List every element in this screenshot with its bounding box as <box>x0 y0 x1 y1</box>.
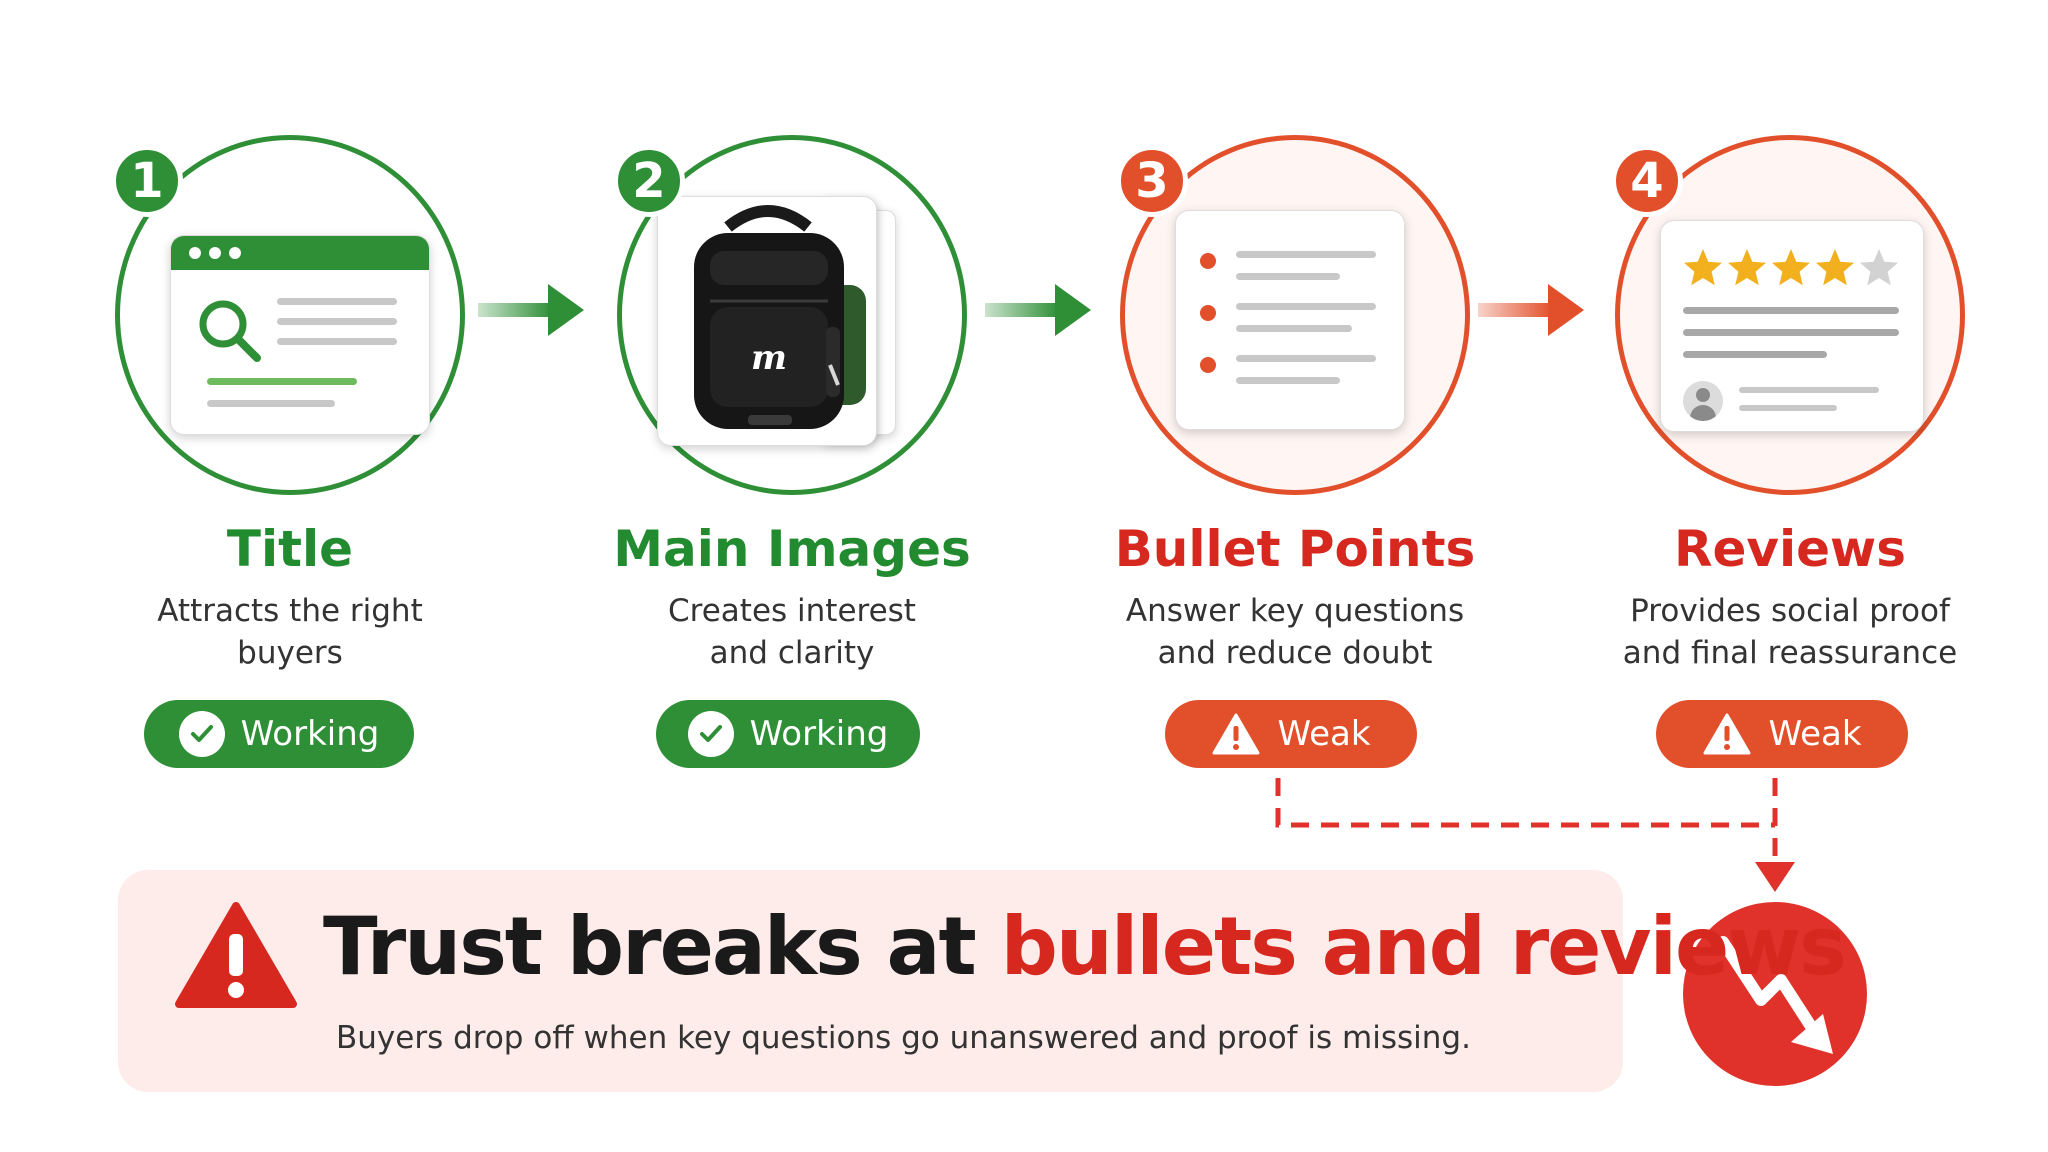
arrow-right-icon <box>478 284 584 336</box>
browser-search-icon <box>170 235 430 435</box>
bullet-list-icon <box>1175 210 1405 430</box>
step-number-badge: 4 <box>1611 145 1683 217</box>
step-description: Provides social proof and final reassura… <box>1622 593 1958 671</box>
step-heading: Reviews <box>1673 520 1906 578</box>
star-empty-icon <box>1860 249 1898 286</box>
step-heading: Title <box>226 520 354 578</box>
trend-down-icon <box>1683 902 1867 1086</box>
check-circle-icon <box>178 711 225 757</box>
warning-triangle-icon <box>175 902 297 1008</box>
star-filled-icon <box>1728 249 1766 286</box>
banner-heading: Trust breaks at bullets and reviews <box>323 900 1847 993</box>
status-badge-working: Working <box>144 700 414 768</box>
step-heading: Bullet Points <box>1114 520 1476 578</box>
status-badge-working: Working <box>656 700 920 768</box>
status-label: Working <box>749 714 889 754</box>
status-label: Working <box>240 714 380 754</box>
status-label: Weak <box>1768 714 1862 754</box>
step-number-badge: 3 <box>1116 145 1188 217</box>
review-card-icon <box>1660 220 1924 432</box>
status-label: Weak <box>1277 714 1371 754</box>
warning-triangle-icon <box>1212 713 1260 755</box>
star-filled-icon <box>1684 249 1722 286</box>
conclusion-banner: Trust breaks at bullets and reviews Buye… <box>118 870 1847 1092</box>
step-circle: m <box>617 135 967 495</box>
step-heading: Main Images <box>613 520 971 578</box>
arrow-right-icon <box>1478 284 1584 336</box>
backpack-product-image: m <box>657 196 877 446</box>
step-circle <box>115 135 465 495</box>
check-circle-icon <box>687 711 734 757</box>
step-description: Creates interest and clarity <box>668 593 916 671</box>
step-number-badge: 1 <box>111 145 183 217</box>
status-badge-weak: Weak <box>1165 700 1417 768</box>
status-badge-weak: Weak <box>1656 700 1908 768</box>
star-filled-icon <box>1816 249 1854 286</box>
banner-subtitle: Buyers drop off when key questions go un… <box>336 1020 1471 1056</box>
warning-triangle-icon <box>1703 713 1751 755</box>
arrow-right-icon <box>985 284 1091 336</box>
step-number-badge: 2 <box>613 145 685 217</box>
star-rating <box>1684 249 1898 286</box>
step-description: Attracts the right buyers <box>157 593 423 671</box>
star-filled-icon <box>1772 249 1810 286</box>
avatar-icon <box>1683 381 1723 421</box>
backpack-logo: m <box>751 338 787 378</box>
step-description: Answer key questions and reduce doubt <box>1125 593 1465 671</box>
